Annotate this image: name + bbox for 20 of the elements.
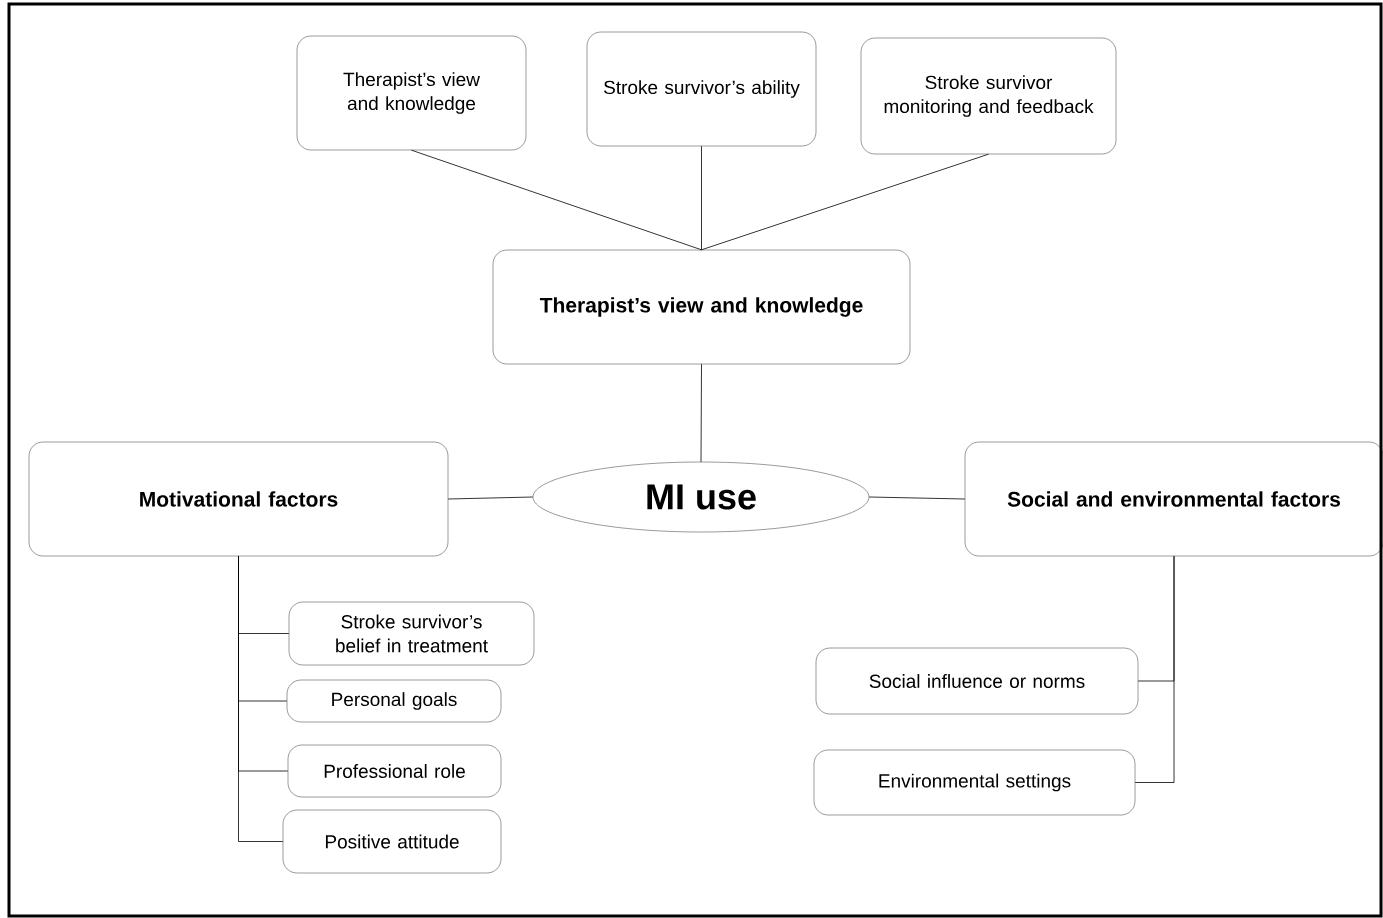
topic-box: Environmental settings [813, 749, 1136, 816]
category-box: Social and environmental factors [964, 441, 1383, 557]
connector-line [868, 496, 966, 500]
connector-line [238, 555, 284, 842]
topic-box: Stroke survivor monitoring and feedback [860, 37, 1117, 155]
topic-box: Stroke survivor’s belief in treatment [288, 601, 535, 666]
category-box: Therapist’s view and knowledge [492, 249, 911, 365]
category-box: Motivational factors [28, 441, 449, 557]
connector-line [411, 149, 702, 251]
connector-line [447, 496, 534, 500]
topic-box: Social influence or norms [815, 647, 1139, 715]
topic-box: Professional role [287, 744, 502, 798]
topic-box: Personal goals [286, 679, 502, 723]
connector-line [700, 363, 702, 463]
connector-line [701, 145, 702, 251]
topic-box: Stroke survivor’s ability [586, 31, 817, 147]
topic-box: Therapist’s view and knowledge [296, 35, 527, 151]
connector-line [701, 153, 989, 251]
connector-line [1134, 555, 1175, 783]
topic-box: Positive attitude [282, 809, 502, 874]
